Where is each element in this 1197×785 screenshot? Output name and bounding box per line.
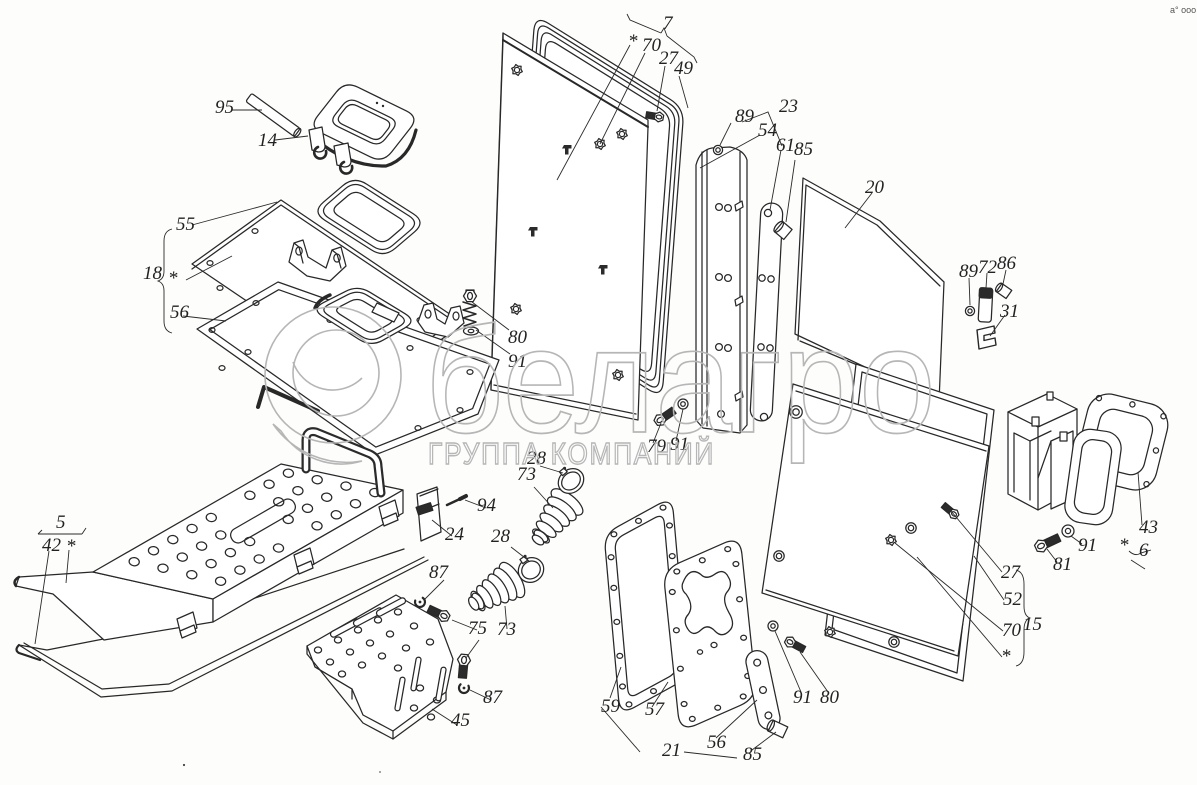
svg-text:94: 94 [477, 495, 497, 516]
svg-text:54: 54 [758, 120, 778, 141]
svg-text:*: * [1119, 535, 1129, 556]
svg-text:59: 59 [601, 696, 621, 717]
svg-text:91: 91 [793, 687, 812, 708]
svg-text:24: 24 [445, 524, 465, 545]
svg-text:75: 75 [468, 618, 487, 639]
svg-text:79: 79 [647, 436, 667, 457]
svg-text:*: * [1001, 646, 1011, 667]
svg-text:45: 45 [451, 710, 470, 731]
svg-text:80: 80 [820, 687, 840, 708]
svg-text:6: 6 [1139, 540, 1149, 561]
svg-text:28: 28 [527, 448, 547, 469]
svg-text:91: 91 [1078, 535, 1097, 556]
svg-text:72: 72 [978, 257, 998, 278]
svg-text:89: 89 [735, 106, 755, 127]
svg-text:27: 27 [1001, 562, 1022, 583]
svg-text:31: 31 [999, 301, 1019, 322]
svg-text:белагро: белагро [425, 297, 936, 465]
svg-text:15: 15 [1023, 614, 1042, 635]
svg-text:7: 7 [663, 13, 674, 34]
svg-text:42: 42 [42, 535, 62, 556]
svg-text:85: 85 [794, 139, 813, 160]
svg-text:21: 21 [662, 740, 681, 761]
svg-text:89: 89 [959, 261, 979, 282]
svg-text:43: 43 [1139, 517, 1158, 538]
svg-text:23: 23 [779, 96, 798, 117]
svg-text:ГРУППА КОМПАНИЙ: ГРУППА КОМПАНИЙ [428, 435, 715, 472]
svg-text:52: 52 [1003, 589, 1023, 610]
svg-text:73: 73 [497, 619, 516, 640]
svg-text:80: 80 [508, 327, 528, 348]
svg-text:73: 73 [517, 464, 536, 485]
svg-text:*: * [168, 268, 178, 289]
svg-text:*: * [66, 536, 76, 557]
svg-text:*: * [628, 31, 638, 52]
svg-text:91: 91 [508, 351, 527, 372]
svg-text:27: 27 [659, 48, 680, 69]
svg-text:61: 61 [776, 135, 795, 156]
svg-text:20: 20 [865, 177, 885, 198]
svg-text:56: 56 [170, 302, 190, 323]
svg-text:а° ооо: а° ооо [1170, 5, 1196, 15]
svg-text:87: 87 [429, 562, 450, 583]
svg-text:49: 49 [674, 58, 694, 79]
svg-text:55: 55 [176, 214, 195, 235]
svg-text:87: 87 [483, 687, 504, 708]
svg-text:70: 70 [1002, 620, 1022, 641]
svg-text:91: 91 [670, 434, 689, 455]
svg-text:86: 86 [997, 253, 1017, 274]
svg-text:28: 28 [491, 526, 511, 547]
svg-text:57: 57 [645, 699, 666, 720]
svg-text:56: 56 [707, 732, 727, 753]
svg-text:5: 5 [56, 512, 66, 533]
svg-text:95: 95 [215, 97, 234, 118]
svg-text:81: 81 [1053, 554, 1072, 575]
svg-text:14: 14 [258, 130, 278, 151]
svg-text:70: 70 [642, 35, 662, 56]
svg-text:85: 85 [743, 744, 762, 765]
svg-text:18: 18 [143, 263, 163, 284]
